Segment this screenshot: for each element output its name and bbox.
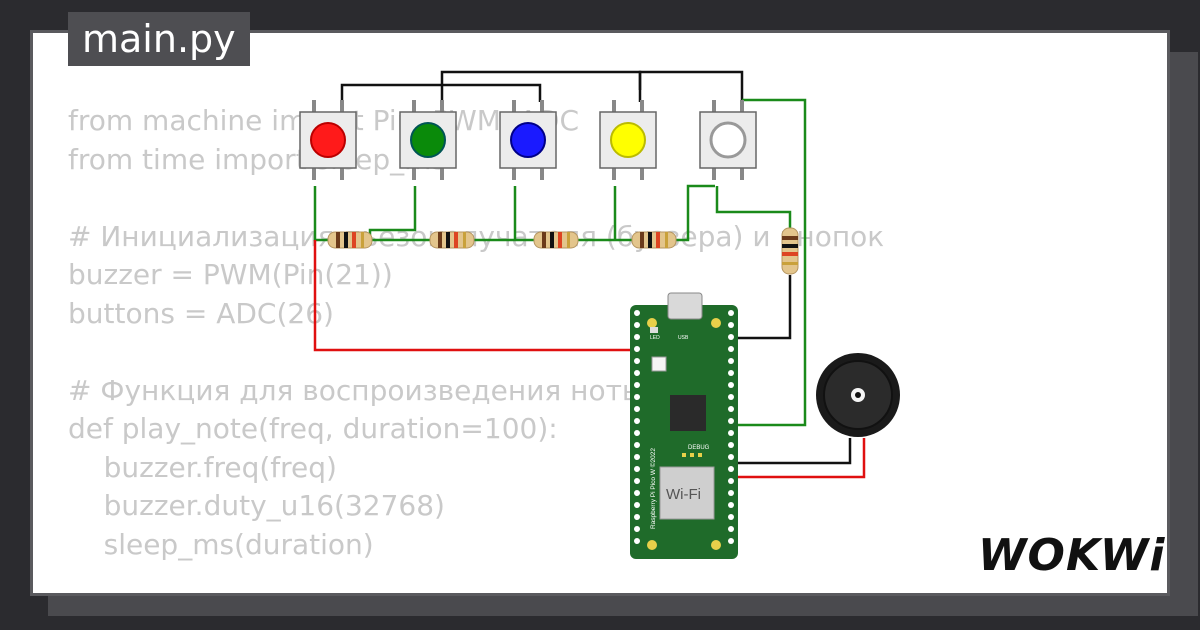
wire-green-6: [715, 186, 792, 228]
usb-label: USB: [678, 335, 689, 341]
wire-green-2: [368, 186, 417, 240]
resistor-5[interactable]: [781, 227, 799, 275]
led-label: LED: [650, 335, 660, 341]
pushbutton-green[interactable]: [399, 100, 457, 180]
resistor-1[interactable]: [327, 231, 373, 249]
code-line: def play_note(freq, duration=100):: [68, 412, 558, 445]
wire-red-left: [313, 240, 728, 352]
pico-w-board[interactable]: LED USB DEBUG Wi-Fi Raspberry Pi Pico W …: [630, 292, 738, 559]
rp2040-chip: [670, 395, 706, 431]
wires: [313, 70, 866, 479]
wifi-module: [659, 466, 715, 520]
code-line: sleep_ms(duration): [68, 527, 374, 561]
wire-green-right: [728, 98, 807, 427]
wire-green-5: [670, 184, 715, 242]
debug-label: DEBUG: [688, 445, 710, 451]
code-line: buzzer.freq(freq): [68, 450, 337, 484]
pushbutton-blue[interactable]: [499, 100, 557, 180]
wire-black-resistor-pico: [728, 275, 792, 340]
led-indicator: [650, 327, 658, 333]
code-line: buzzer.duty_u16(32768): [68, 489, 445, 522]
bootsel-button[interactable]: [651, 356, 667, 372]
wire-black-top-3: [638, 70, 744, 102]
pin-header-right: [728, 310, 734, 544]
pushbutton-red[interactable]: [299, 100, 357, 180]
wire-green-left: [313, 186, 330, 242]
resistor-3[interactable]: [533, 231, 579, 249]
file-tab-main-py[interactable]: main.py: [68, 12, 250, 66]
resistor-2[interactable]: [429, 231, 475, 249]
wire-black-buzzer: [728, 438, 852, 465]
piezo-buzzer[interactable]: [816, 353, 900, 437]
pin-header-left: [634, 310, 640, 544]
wire-red-buzzer: [728, 438, 866, 479]
board-name: Raspberry Pi Pico W ©2022: [649, 448, 657, 529]
code-line: buzzer = PWM(Pin(21)): [68, 258, 393, 291]
debug-pins: [682, 453, 702, 457]
wifi-label: Wi-Fi: [666, 486, 701, 503]
pushbutton-yellow[interactable]: [599, 100, 657, 180]
wokwi-logo: WOKWi: [978, 530, 1166, 581]
resistor-4[interactable]: [631, 231, 677, 249]
pushbutton-white[interactable]: [699, 100, 757, 180]
usb-connector: [667, 292, 703, 320]
